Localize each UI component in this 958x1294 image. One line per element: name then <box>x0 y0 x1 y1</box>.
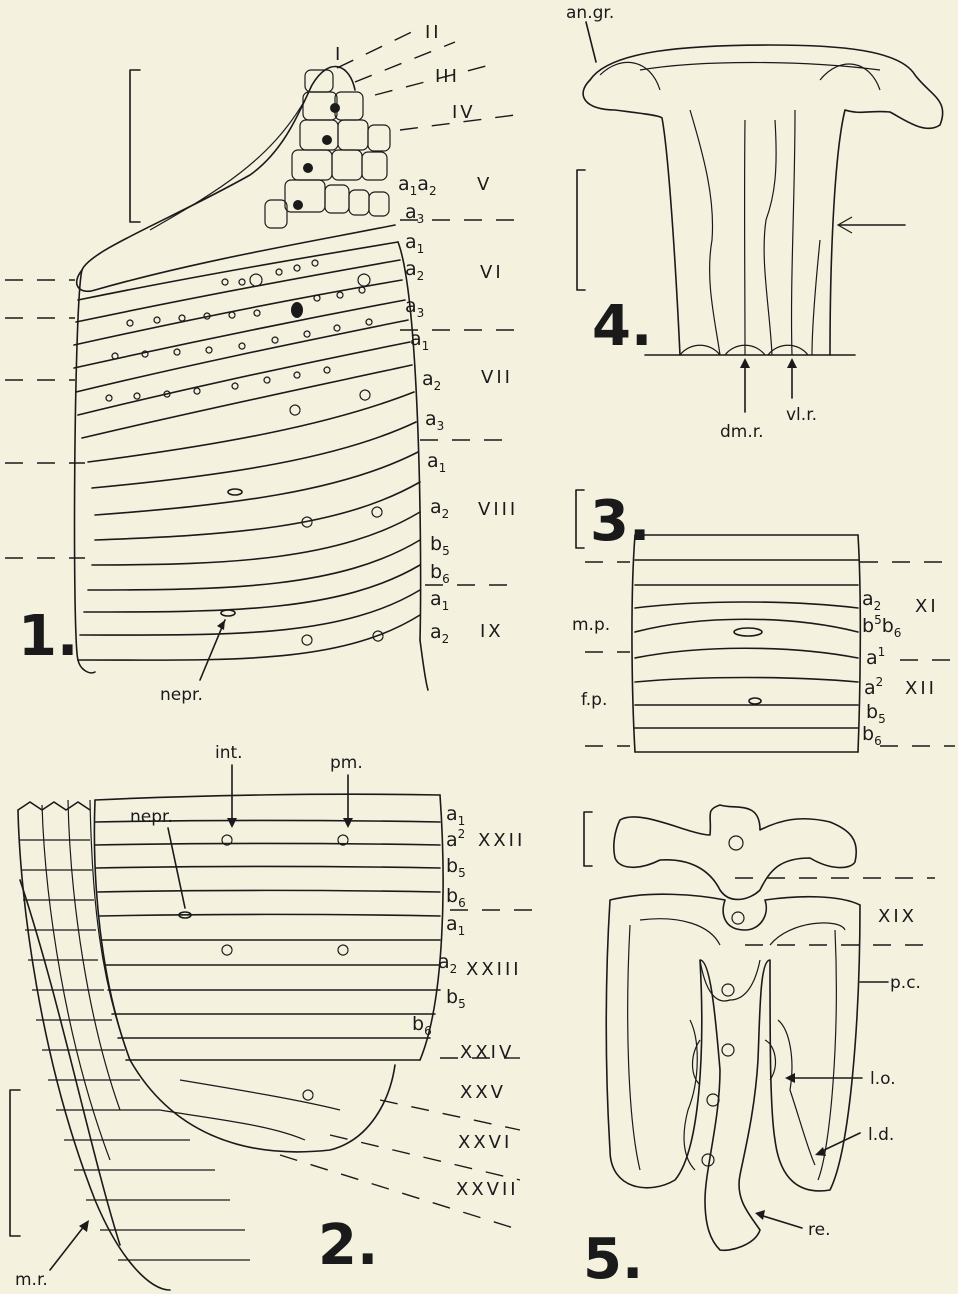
svg-text:b5: b5 <box>446 855 466 880</box>
fig3-roman-12: XII <box>905 678 937 699</box>
fig3-number: 3. <box>590 489 650 554</box>
fig3-scale-bar <box>576 490 584 548</box>
svg-text:a1: a1 <box>446 913 465 938</box>
fig5-number: 5. <box>583 1227 643 1292</box>
fig1-annuli <box>74 225 428 690</box>
fig1-nepr-label: nepr. <box>160 685 203 705</box>
fig1-annulus-labels: a1a2 a3 a1 a2 a3 a1 a2 a3 a1 a2 b5 b6 a1… <box>398 173 450 646</box>
fig2-annuli <box>94 794 443 1152</box>
svg-text:b5b6: b5b6 <box>862 613 901 640</box>
fig1-scale-bar <box>130 70 140 222</box>
fig5-lo-label: l.o. <box>870 1069 896 1089</box>
svg-text:a2: a2 <box>430 496 449 521</box>
fig2-mr-arrow <box>50 1225 85 1270</box>
svg-text:a2: a2 <box>446 827 465 851</box>
fig3-annuli <box>632 535 860 752</box>
fig2-roman-27: XXVII <box>456 1179 519 1200</box>
svg-text:b6: b6 <box>446 885 466 910</box>
fig2-nepr-label: nepr. <box>130 807 173 827</box>
fig2-roman-23: XXIII <box>466 959 522 980</box>
fig4-number: 4. <box>592 294 652 359</box>
fig2-pm-label: pm. <box>330 753 363 773</box>
svg-text:b5: b5 <box>430 533 450 558</box>
svg-text:a1: a1 <box>446 803 465 828</box>
fig4-angr-label: an.gr. <box>566 3 614 23</box>
fig1-roman-9: IX <box>480 621 504 642</box>
fig2-annulus-labels: a1 a2 b5 b6 a1 a2 b5 b6 <box>412 803 466 1038</box>
fig3-roman-11: XI <box>915 596 939 617</box>
fig1-roman-4: IV <box>452 102 476 123</box>
figure-1: I II III IV V VI VII VIII IX a1a2 a3 a1 … <box>5 22 525 705</box>
fig4-scale-bar <box>577 170 585 290</box>
fig1-roman-2: II <box>425 22 442 43</box>
fig2-segment-numerals: XXII XXIII XXIV XXV XXVI XXVII <box>456 830 525 1200</box>
fig3-fp-label: f.p. <box>581 690 607 710</box>
svg-text:a1: a1 <box>427 450 446 475</box>
fig2-number: 2. <box>318 1213 378 1278</box>
fig1-nepr-arrow <box>200 620 225 680</box>
svg-text:a1: a1 <box>866 645 885 669</box>
fig3-female-pore <box>749 698 761 704</box>
svg-text:a1: a1 <box>405 231 424 256</box>
fig3-male-pore <box>734 628 762 636</box>
fig1-pores <box>106 260 383 645</box>
fig5-ld-label: l.d. <box>868 1125 894 1145</box>
fig5-outline <box>606 805 860 1250</box>
fig1-head-inner <box>150 100 305 230</box>
fig4-vlr-label: vl.r. <box>786 405 817 425</box>
svg-text:a2: a2 <box>438 951 457 976</box>
fig2-scale-column <box>18 800 250 1290</box>
fig3-dashes <box>585 562 955 746</box>
svg-text:b6: b6 <box>430 561 450 586</box>
fig1-roman-8: VIII <box>478 499 518 520</box>
svg-text:a2: a2 <box>862 588 881 613</box>
fig2-scale-bar <box>10 1090 20 1236</box>
svg-text:a1: a1 <box>410 328 429 353</box>
fig3-mp-label: m.p. <box>572 615 610 635</box>
fig5-scale-bar <box>584 812 592 866</box>
fig5-pc-label: p.c. <box>890 973 921 993</box>
fig2-int-label: int. <box>215 743 243 763</box>
fig5-re-arrow <box>760 1215 802 1228</box>
fig4-angr-pointer <box>586 22 596 62</box>
svg-text:a3: a3 <box>405 295 424 320</box>
fig1-roman-1: I <box>335 44 343 65</box>
svg-text:b6: b6 <box>412 1013 432 1038</box>
fig1-left-dashes <box>5 280 85 558</box>
fig5-re-label: re. <box>808 1220 830 1240</box>
fig1-head-outline <box>82 66 355 270</box>
svg-text:a1: a1 <box>430 588 449 613</box>
figure-4: an.gr. dm.r. vl.r. 4. <box>566 3 943 442</box>
fig1-roman-5: V <box>477 174 492 195</box>
figure-2: int. pm. nepr. m.r. a1 a2 b5 b6 a1 a2 b5… <box>10 743 540 1290</box>
svg-text:a2: a2 <box>430 621 449 646</box>
svg-text:a1a2: a1a2 <box>398 173 437 198</box>
fig5-ld-arrow <box>820 1133 860 1152</box>
figure-3: m.p. f.p. a2 b5b6 a1 a2 b5 b6 XI XII 3. <box>572 489 955 752</box>
fig5-roman-19: XIX <box>878 906 917 927</box>
fig2-nepr-pointer <box>168 828 185 908</box>
fig2-roman-24: XXIV <box>460 1042 514 1063</box>
svg-text:b6: b6 <box>862 723 882 748</box>
fig1-roman-3: III <box>435 66 460 87</box>
svg-text:a3: a3 <box>405 201 424 226</box>
fig1-eye-cluster <box>265 70 390 228</box>
svg-text:a3: a3 <box>425 408 444 433</box>
fig2-mr-label: m.r. <box>15 1270 48 1290</box>
fig1-number: 1. <box>18 604 78 669</box>
svg-text:a2: a2 <box>405 258 424 283</box>
figure-5: XIX p.c. l.o. l.d. re. 5. <box>583 805 935 1292</box>
svg-text:a2: a2 <box>422 368 441 393</box>
svg-text:a2: a2 <box>864 675 883 699</box>
fig2-roman-25: XXV <box>460 1082 506 1103</box>
fig2-roman-22: XXII <box>478 830 525 851</box>
fig3-annulus-labels: a2 b5b6 a1 a2 b5 b6 <box>862 588 901 748</box>
fig1-roman-7: VII <box>481 367 513 388</box>
fig2-roman-26: XXVI <box>458 1132 512 1153</box>
fig4-dmr-label: dm.r. <box>720 422 764 442</box>
svg-text:b5: b5 <box>446 986 466 1011</box>
fig1-roman-6: VI <box>480 262 504 283</box>
